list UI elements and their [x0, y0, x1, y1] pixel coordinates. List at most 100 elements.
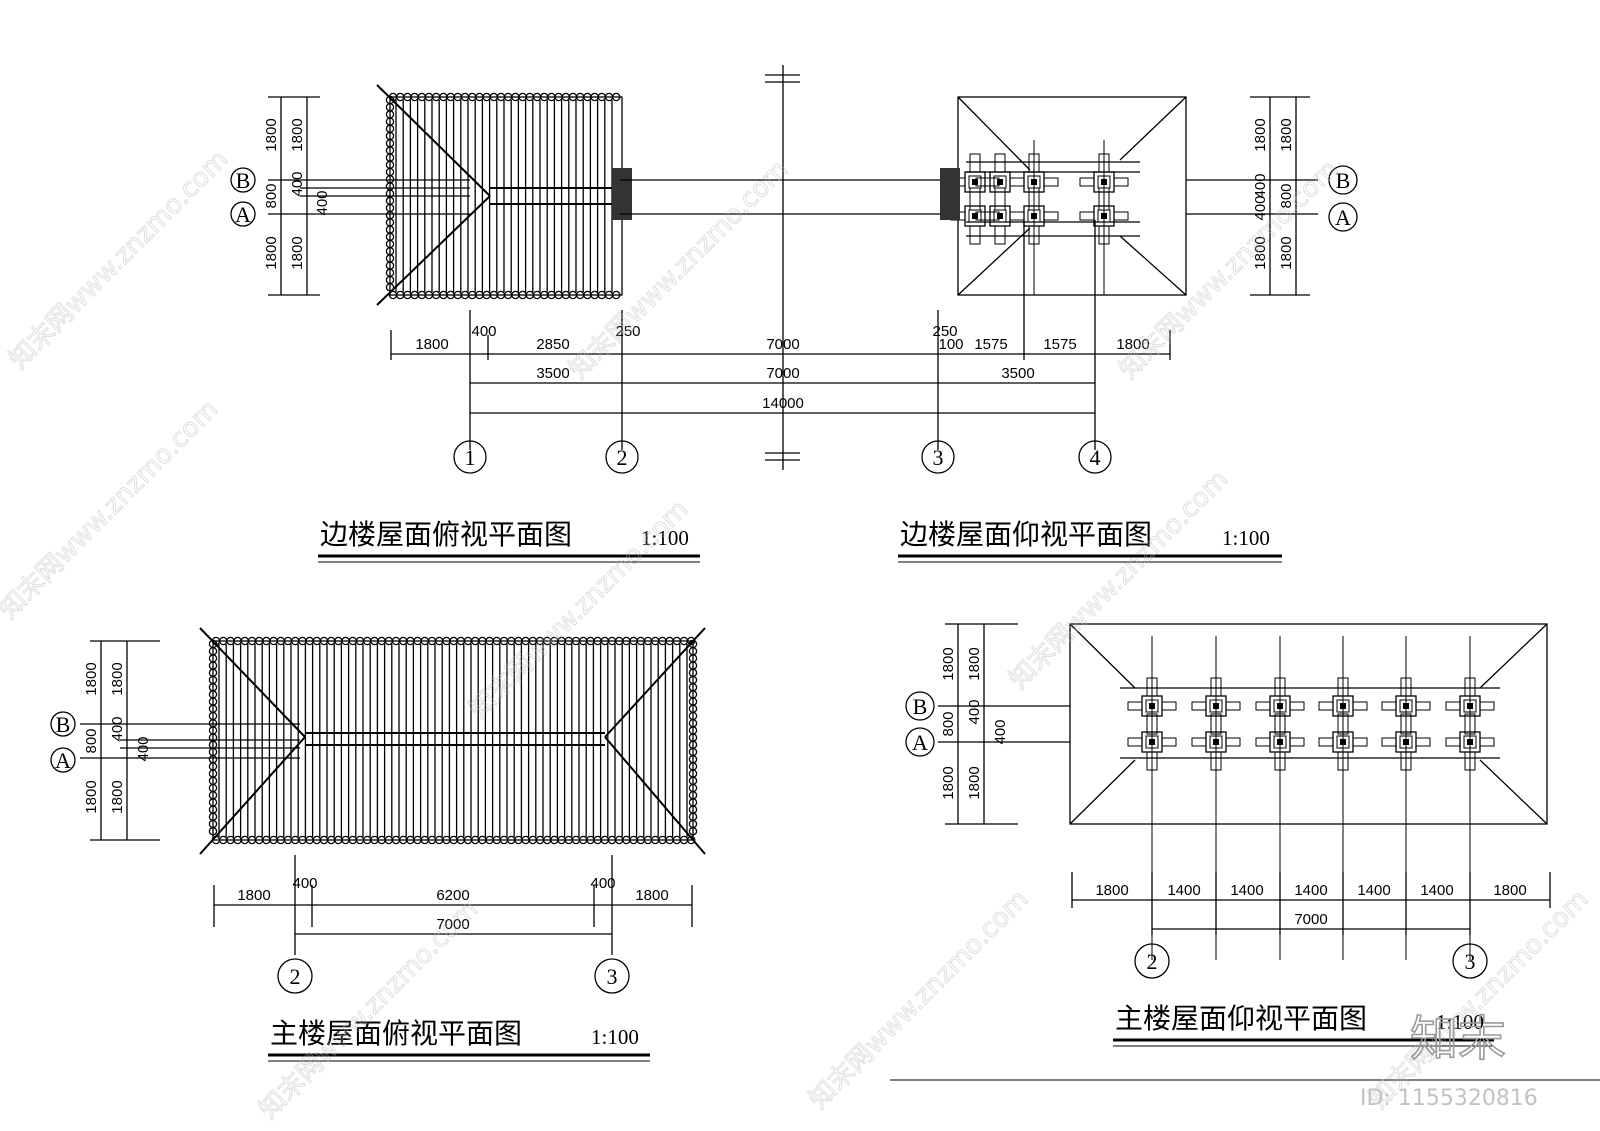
dim-250-r: 250	[932, 323, 957, 340]
dim-left-400b: 400	[314, 190, 331, 215]
mb-dim-3: 400	[966, 699, 983, 724]
dim-100: 100	[938, 336, 963, 353]
bracket	[1381, 701, 1397, 711]
bracket	[1127, 737, 1143, 747]
dim-r-5: 400	[1252, 195, 1269, 220]
column-core	[1277, 703, 1283, 709]
column-post-inner	[1145, 735, 1159, 749]
dim-7000-r1: 7000	[766, 336, 799, 353]
dim-2850: 2850	[536, 336, 569, 353]
mb-dim-1: 1800	[940, 647, 957, 680]
dim-r-2: 1800	[1278, 118, 1295, 151]
bracket	[1191, 737, 1207, 747]
mb-dim-7: 1800	[966, 766, 983, 799]
bracket	[969, 187, 981, 207]
ridge-end-block	[612, 168, 632, 220]
bracket	[1146, 677, 1158, 697]
bracket	[1479, 737, 1495, 747]
watermark-text-4: 知末网www.znzmo.com	[0, 394, 224, 625]
column-core	[1467, 739, 1473, 745]
column-post-inner	[993, 209, 1007, 223]
bracket	[1464, 751, 1476, 771]
column-post-inner	[1463, 735, 1477, 749]
m-dim-1: 1800	[83, 662, 100, 695]
bracket	[994, 225, 1006, 245]
column-core	[1213, 739, 1219, 745]
m-b-7000: 7000	[436, 916, 469, 933]
watermark-text-6: 知末网www.znzmo.com	[1004, 464, 1235, 695]
watermark-text-7: 知末网www.znzmo.com	[254, 894, 485, 1125]
grid-label-b-r: B	[1336, 168, 1351, 193]
bracket	[1464, 713, 1476, 733]
bracket	[994, 153, 1006, 173]
bracket	[1113, 211, 1129, 221]
scale-side-top: 1:100	[641, 526, 689, 550]
m-dim-2: 1800	[109, 662, 126, 695]
mb-b-1: 1800	[1095, 882, 1128, 899]
bracket	[1318, 737, 1334, 747]
mb-b-2: 1400	[1167, 882, 1200, 899]
bracket	[984, 177, 1000, 187]
column-core	[1277, 739, 1283, 745]
bracket	[1352, 737, 1368, 747]
bracket	[1210, 677, 1222, 697]
bracket	[1079, 177, 1095, 187]
bracket	[969, 191, 981, 211]
watermark-logo: 知末	[1410, 1011, 1506, 1067]
bracket	[1161, 737, 1177, 747]
main-top-plan: 1800 1800 400 800 400 1800 1800 B A	[50, 627, 706, 1062]
mb-b-5: 1400	[1357, 882, 1390, 899]
column-post-inner	[1336, 735, 1350, 749]
grid-label-a-r: A	[1335, 205, 1351, 230]
dim-left-inner-2: 1800	[289, 236, 306, 269]
bracket	[984, 211, 1000, 221]
dim-left-outer-2: 1800	[263, 236, 280, 269]
bracket	[1043, 211, 1059, 221]
dim-7000-r2: 7000	[766, 365, 799, 382]
bracket	[1464, 677, 1476, 697]
column-core	[1149, 703, 1155, 709]
column-post-inner	[1145, 699, 1159, 713]
bracket	[1400, 751, 1412, 771]
bracket	[1274, 677, 1286, 697]
column-core	[997, 213, 1003, 219]
bracket	[1127, 701, 1143, 711]
bracket	[1079, 211, 1095, 221]
mb-b-7000: 7000	[1294, 911, 1327, 928]
dim-r-4: 800	[1278, 183, 1295, 208]
column-core	[972, 213, 978, 219]
bracket	[1289, 737, 1305, 747]
bracket	[975, 211, 991, 221]
main-roof-tiles	[208, 636, 698, 845]
mb-axis-3: 3	[1465, 949, 1476, 974]
bracket	[1415, 701, 1431, 711]
m-grid-b: B	[56, 712, 71, 737]
bracket	[1210, 751, 1222, 771]
dim-250-l: 250	[615, 323, 640, 340]
roof-outline-under	[957, 96, 1187, 296]
column-post-inner	[1209, 699, 1223, 713]
roof-tiles	[385, 92, 621, 300]
bracket	[1210, 713, 1222, 733]
bracket	[1009, 211, 1025, 221]
m-b-5: 1800	[635, 887, 668, 904]
bracket	[1274, 713, 1286, 733]
dim-3500-r: 3500	[1001, 365, 1034, 382]
scale-main-bottom: 1:100	[1436, 1010, 1484, 1034]
column-core	[1403, 739, 1409, 745]
bracket	[1043, 177, 1059, 187]
dim-r-6: 1800	[1252, 236, 1269, 269]
column-core	[1340, 739, 1346, 745]
bracket	[1337, 751, 1349, 771]
bracket	[969, 225, 981, 245]
m-dim-4: 800	[83, 728, 100, 753]
bracket	[1337, 677, 1349, 697]
bracket	[1009, 211, 1025, 221]
axis-1: 1	[465, 445, 476, 470]
dim-1800-r: 1800	[1116, 336, 1149, 353]
dim-left-800: 800	[263, 183, 280, 208]
column-core	[997, 179, 1003, 185]
scale-main-top: 1:100	[591, 1025, 639, 1049]
bracket	[1352, 701, 1368, 711]
